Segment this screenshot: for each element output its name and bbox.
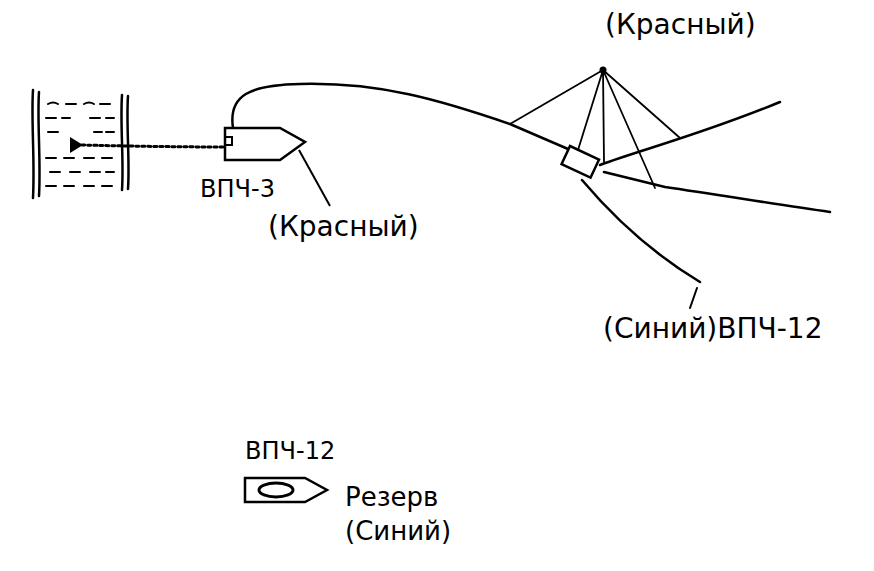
leader-line bbox=[299, 150, 330, 206]
pump-node: ВПЧ-12Резерв (Синий) bbox=[240, 435, 480, 560]
tank-wall bbox=[127, 96, 128, 189]
pump-rotor bbox=[259, 483, 293, 497]
tank-wall bbox=[121, 95, 122, 190]
nozzle-symbol bbox=[70, 137, 83, 153]
junction-box bbox=[562, 146, 599, 178]
leader-line bbox=[690, 288, 697, 308]
wire bbox=[600, 102, 780, 165]
pump-symbol bbox=[225, 128, 305, 160]
water bbox=[46, 103, 114, 187]
wire bbox=[582, 180, 700, 282]
pump-node: ВПЧ-3 (Красный) bbox=[195, 118, 460, 268]
pump-note: Резерв (Синий) bbox=[345, 481, 451, 549]
pump-name: ВПЧ-3 bbox=[200, 175, 275, 204]
hose bbox=[82, 145, 225, 147]
wire bbox=[604, 172, 830, 212]
pump-note: (Красный) bbox=[268, 210, 419, 244]
tank-wall bbox=[38, 92, 39, 196]
wire-label: (Синий)ВПЧ-12 bbox=[603, 312, 823, 346]
pump-symbol bbox=[245, 478, 327, 502]
leader-line bbox=[510, 70, 680, 188]
junction-dot bbox=[600, 67, 607, 74]
tank-wall bbox=[32, 90, 33, 198]
wire-label: (Красный) bbox=[605, 8, 756, 42]
pump-inlet bbox=[225, 137, 232, 145]
pump-name: ВПЧ-12 bbox=[245, 437, 335, 466]
